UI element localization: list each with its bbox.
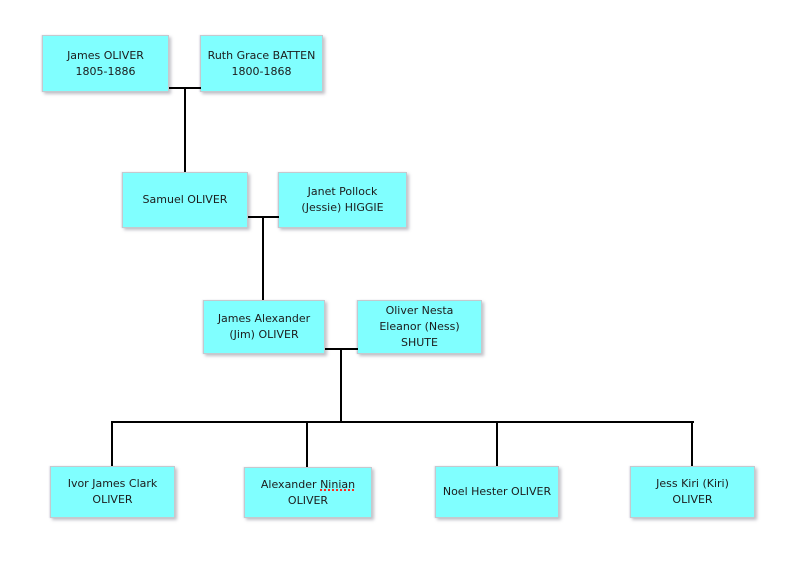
person-name: Janet Pollock (Jessie) HIGGIE xyxy=(301,185,384,214)
person-node-oliver-nesta-shute[interactable]: Oliver Nesta Eleanor (Ness) SHUTE xyxy=(357,300,482,354)
person-node-janet-pollock-higgie[interactable]: Janet Pollock (Jessie) HIGGIE xyxy=(278,172,407,228)
person-name: Samuel OLIVER xyxy=(142,193,228,206)
person-node-jess-kiri-oliver[interactable]: Jess Kiri (Kiri) OLIVER xyxy=(630,466,755,518)
descent-line-to-samuel xyxy=(184,87,186,172)
person-name: Ivor James Clark OLIVER xyxy=(67,477,158,506)
person-node-noel-hester-oliver[interactable]: Noel Hester OLIVER xyxy=(435,466,559,518)
name-part: Alexander xyxy=(260,477,321,491)
descent-line-to-james-alexander xyxy=(262,216,264,300)
person-name: James Alexander (Jim) OLIVER xyxy=(217,312,311,341)
person-name: Ruth Grace BATTEN 1800-1868 xyxy=(207,48,316,78)
person-node-samuel-oliver[interactable]: Samuel OLIVER xyxy=(122,172,248,228)
name-part: OLIVER xyxy=(287,493,329,507)
person-node-james-alexander-oliver[interactable]: James Alexander (Jim) OLIVER xyxy=(203,300,325,354)
person-name: Jess Kiri (Kiri) OLIVER xyxy=(656,477,729,506)
person-name: James OLIVER 1805-1886 xyxy=(67,48,144,78)
person-node-ruth-grace-batten[interactable]: Ruth Grace BATTEN 1800-1868 xyxy=(200,35,323,92)
sibling-bar xyxy=(111,421,694,423)
person-name: Alexander Ninian OLIVER xyxy=(261,477,355,509)
person-node-ivor-james-clark-oliver[interactable]: Ivor James Clark OLIVER xyxy=(50,466,175,518)
person-node-alexander-ninian-oliver[interactable]: Alexander Ninian OLIVER xyxy=(244,467,372,518)
descent-line-to-children xyxy=(340,348,342,423)
drop-line-ivor xyxy=(111,421,113,466)
drop-line-jess xyxy=(691,421,693,466)
person-node-james-oliver[interactable]: James OLIVER 1805-1886 xyxy=(42,35,169,92)
spellcheck-flagged-word: Ninian xyxy=(320,477,356,491)
drop-line-alexander xyxy=(306,421,308,467)
person-name: Noel Hester OLIVER xyxy=(442,485,552,498)
drop-line-noel xyxy=(496,421,498,466)
person-name: Oliver Nesta Eleanor (Ness) SHUTE xyxy=(379,304,460,349)
